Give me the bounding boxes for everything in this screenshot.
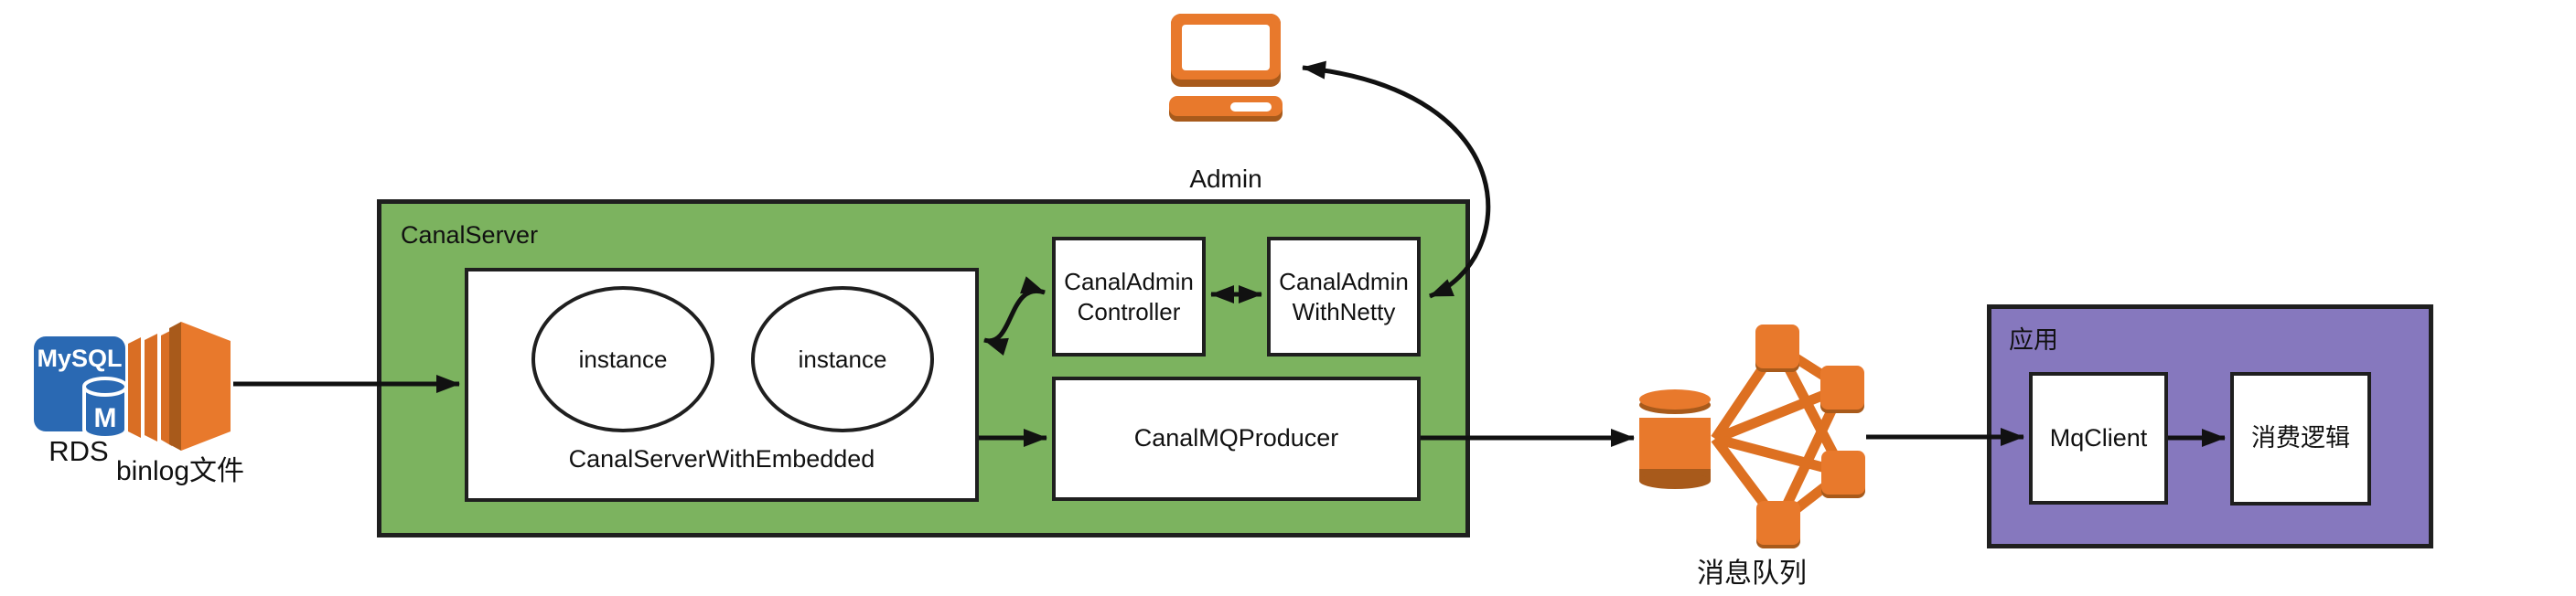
binlog-stack-icon <box>128 322 231 451</box>
message-queue-label: 消息队列 <box>1697 559 1807 589</box>
svg-text:M: M <box>94 403 117 433</box>
instance-1-label: instance <box>578 345 668 373</box>
instance-ellipse-2: instance <box>751 286 934 432</box>
mq-client-label: MqClient <box>2049 423 2148 452</box>
svg-text:MySQL: MySQL <box>37 345 122 372</box>
rds-label: RDS <box>48 435 109 467</box>
canal-server-label: CanalServer <box>401 221 539 249</box>
canal-admin-controller-line2: Controller <box>1077 297 1181 325</box>
mq-client-box: MqClient <box>2029 372 2168 505</box>
canal-admin-controller-line1: CanalAdmin <box>1064 268 1194 295</box>
instance-2-label: instance <box>798 345 887 373</box>
canal-admin-with-netty-box: CanalAdmin WithNetty <box>1267 237 1421 357</box>
canal-mq-producer-box: CanalMQProducer <box>1052 377 1421 501</box>
mysql-rds-database-icon: MySQL M <box>34 336 128 440</box>
admin-label: Admin <box>1189 165 1262 193</box>
canal-server-with-embedded-label: CanalServerWithEmbedded <box>568 445 875 473</box>
consumer-logic-box: 消费逻辑 <box>2230 372 2371 506</box>
application-label: 应用 <box>2009 326 2058 354</box>
canal-admin-with-netty-line2: WithNetty <box>1292 297 1396 325</box>
canal-mq-producer-label: CanalMQProducer <box>1133 424 1339 452</box>
admin-computer-icon <box>1169 14 1283 122</box>
binlog-label: binlog文件 <box>115 456 245 486</box>
message-queue-icon <box>1639 325 1865 548</box>
canal-admin-controller-box: CanalAdmin Controller <box>1052 237 1206 357</box>
instance-ellipse-1: instance <box>531 286 714 432</box>
canal-admin-with-netty-line1: CanalAdmin <box>1279 268 1409 295</box>
consumer-logic-label: 消费逻辑 <box>2251 424 2350 452</box>
